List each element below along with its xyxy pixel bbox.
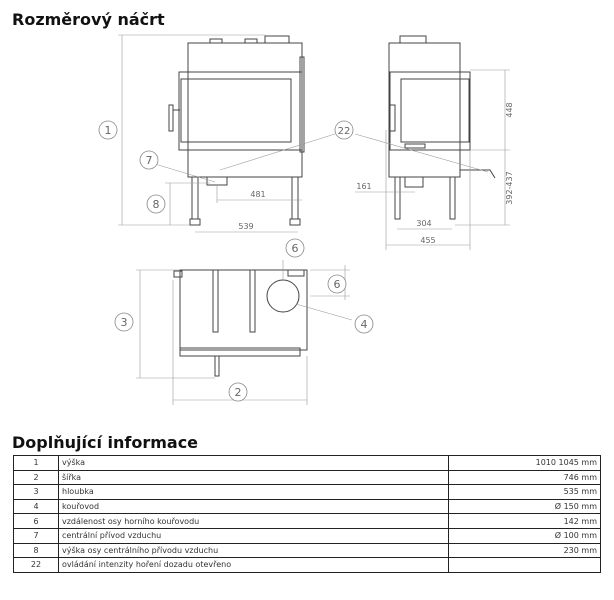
row-number: 8 [13,542,59,559]
row-label: ovládání intenzity hoření dozadu otevřen… [57,557,450,573]
svg-text:6: 6 [334,278,341,291]
callout-6-top: 6 [285,238,305,258]
row-label: šířka [57,469,450,486]
svg-text:22: 22 [338,126,351,137]
row-number: 6 [13,513,59,529]
front-view [118,34,336,233]
callout-4: 4 [354,314,374,334]
row-label: kouřovod [57,498,450,515]
top-view [136,260,353,405]
row-value: 1010 1045 mm [448,455,601,471]
row-number: 7 [13,527,59,544]
callout-6-side: 6 [327,274,347,294]
row-label: výška [57,455,450,471]
svg-text:8: 8 [153,198,160,211]
dim-392-437: 392-437 [505,171,514,204]
info-title: Doplňující informace [12,433,199,452]
row-value: Ø 100 mm [448,527,601,544]
callout-1: 1 [98,120,118,140]
row-number: 4 [13,498,59,515]
callout-7: 7 [139,150,159,170]
svg-text:6: 6 [292,242,299,255]
row-value [448,557,601,573]
svg-text:1: 1 [105,124,112,137]
row-label: výška osy centrálního přívodu vzduchu [57,542,450,559]
dim-539: 539 [238,222,253,231]
row-value: 746 mm [448,469,601,486]
row-number: 3 [13,484,59,500]
svg-text:7: 7 [146,154,153,167]
svg-text:2: 2 [235,386,242,399]
row-value: 535 mm [448,484,601,500]
dim-481: 481 [250,190,265,199]
row-label: centrální přívod vzduchu [57,527,450,544]
callout-22: 22 [334,120,354,140]
sketch-title: Rozměrový náčrt [12,10,165,29]
callout-8: 8 [146,194,166,214]
row-number: 2 [13,469,59,486]
callout-3: 3 [114,312,134,332]
row-value: 230 mm [448,542,601,559]
row-number: 22 [13,557,59,573]
svg-text:3: 3 [121,316,128,329]
callout-2: 2 [228,382,248,402]
row-value: Ø 150 mm [448,498,601,515]
row-number: 1 [13,455,59,471]
dim-304: 304 [416,219,431,228]
dim-455: 455 [420,236,435,245]
side-view [354,35,510,250]
dim-448: 448 [505,102,514,117]
dim-161: 161 [356,182,371,191]
row-label: hloubka [57,484,450,500]
dimension-drawing: 1 7 8 22 6 6 3 4 2 481 539 161 304 455 4… [98,34,514,405]
svg-text:4: 4 [361,318,368,331]
row-value: 142 mm [448,513,601,529]
row-label: vzdálenost osy horního kouřovodu [57,513,450,529]
